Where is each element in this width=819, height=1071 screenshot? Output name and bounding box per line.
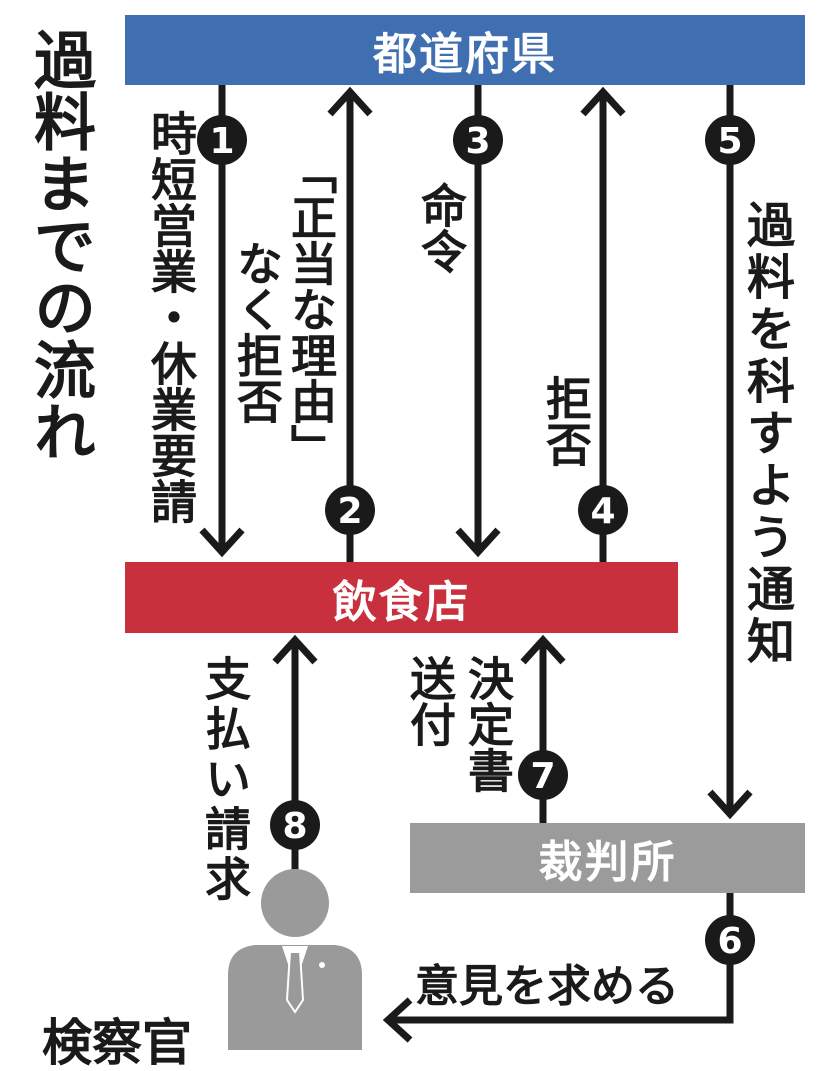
prosecutor-icon <box>228 869 362 1050</box>
diagram-title: 過料までの流れ <box>23 28 96 462</box>
step-number-4: 4 <box>590 491 615 532</box>
step-2-label-line2: なく拒否 <box>230 240 284 424</box>
step-badge-4 <box>578 485 628 535</box>
step-6-label: 意見を求める <box>415 961 679 1012</box>
arrow-step-5 <box>707 85 753 820</box>
court-node: 裁判所 <box>410 823 805 893</box>
step-number-8: 8 <box>282 806 307 847</box>
step-badge-5 <box>705 115 755 165</box>
step-badge-2 <box>325 485 375 535</box>
step-7-label-line1: 決定書 <box>461 655 515 793</box>
step-1-label: 時短営業・休業要請 <box>144 110 198 524</box>
step-8-label: 支払い請求 <box>198 655 252 905</box>
restaurant-node: 飲食店 <box>125 562 678 633</box>
step-4-label: 拒否 <box>539 375 593 467</box>
step-number-5: 5 <box>717 121 742 162</box>
step-badge-6 <box>705 915 755 965</box>
step-3-label: 命令 <box>414 182 468 274</box>
step-badge-8 <box>270 800 320 850</box>
step-number-7: 7 <box>530 756 555 797</box>
arrow-step-4 <box>580 86 626 562</box>
step-number-6: 6 <box>717 921 742 962</box>
prosecutor-label: 検察官 <box>42 1014 192 1071</box>
step-badge-3 <box>453 115 503 165</box>
step-number-2: 2 <box>337 491 362 532</box>
step-7-label-line2: 送付 <box>403 655 457 747</box>
step-number-1: 1 <box>209 121 234 162</box>
step-badge-1 <box>197 115 247 165</box>
step-badge-7 <box>518 750 568 800</box>
step-5-label: 過料を科すよう通知 <box>738 200 794 668</box>
step-number-3: 3 <box>465 121 490 162</box>
arrow-step-2 <box>327 86 373 562</box>
step-2-label-line1: 「正当な理由」 <box>284 148 338 470</box>
prefecture-node: 都道府県 <box>125 15 805 85</box>
